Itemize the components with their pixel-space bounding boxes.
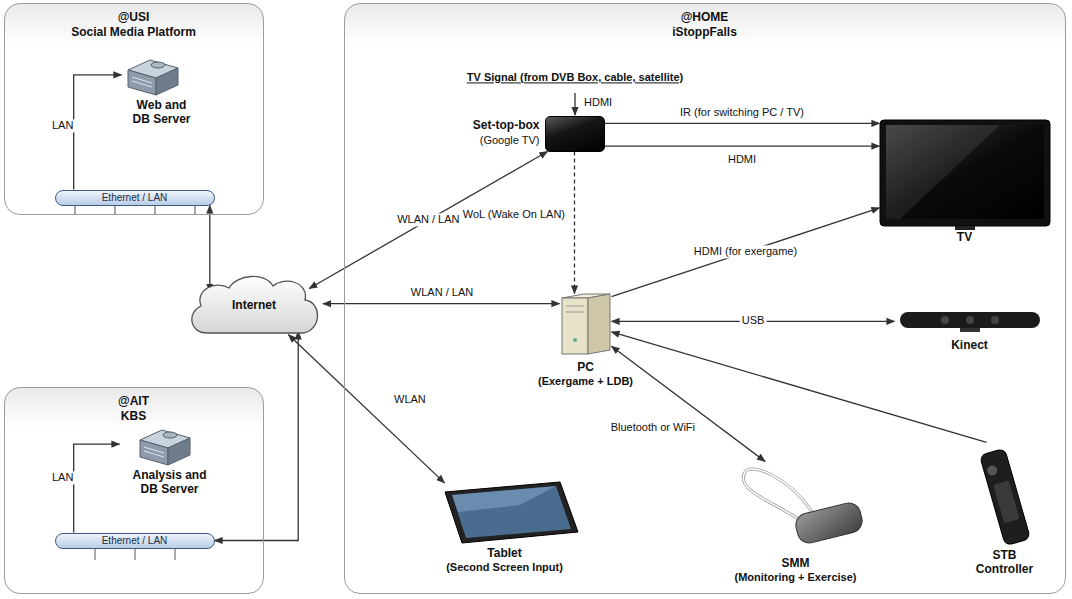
edge-label: USB (740, 315, 767, 328)
edge-label: LAN (50, 119, 75, 132)
edge-label: WoL (Wake On LAN) (461, 208, 567, 221)
node-label: TV (880, 230, 1050, 244)
internet-cloud: Internet (185, 272, 323, 338)
node-label: Web and DB Server (131, 98, 193, 127)
node-label: Ethernet / LAN (56, 534, 214, 548)
kinect-box: Kinect (895, 308, 1045, 356)
node-label: STB Controller (972, 548, 1038, 577)
edge-label: LAN (50, 471, 75, 484)
lan-bus: Ethernet / LAN (55, 533, 215, 549)
pc-box: PC(Exergame + LDB) (560, 294, 612, 356)
node-sublabel: KBS (5, 409, 263, 423)
tv-box: TV (880, 120, 1050, 250)
lan-bus: Ethernet / LAN (55, 190, 215, 206)
region-heading: @HOME (345, 10, 1065, 24)
node-label: SMM (720, 556, 872, 570)
node-label: PC (516, 360, 656, 374)
region-panel: @USISocial Media PlatformWeb and DB Serv… (4, 3, 264, 215)
node-sublabel: (Google TV) (480, 134, 540, 147)
tablet-box: Tablet(Second Screen Input) (430, 478, 580, 586)
edge-label: WLAN (392, 393, 428, 406)
node-label: Internet (185, 298, 323, 312)
node-sublabel: iStoppFalls (345, 25, 1065, 39)
edge-label: WLAN / LAN (395, 213, 461, 226)
node-label: Ethernet / LAN (56, 191, 214, 205)
node-label: Tablet (430, 546, 580, 560)
region-panel: @AITKBS Analysis and DB ServerEthernet / … (4, 387, 264, 594)
signal-label: TV Signal (from DVB Box, cable, satellit… (465, 71, 685, 84)
node-sublabel: Social Media Platform (5, 25, 263, 39)
server-box: Analysis and DB Server (120, 426, 220, 511)
region-heading: @USI (5, 10, 263, 24)
node-sublabel: (Monitoring + Exercise) (720, 571, 872, 584)
region-heading: @AIT (5, 394, 263, 408)
sensor-box: SMM(Monitoring + Exercise) (720, 462, 872, 590)
server-box: Web and DB Server (122, 56, 202, 144)
edge-label: HDMI (for exergame) (692, 246, 799, 259)
set-top-box: Set-top-box(Google TV) (545, 116, 605, 152)
edge-label: WLAN / LAN (409, 286, 475, 299)
connector-arrow (209, 206, 210, 292)
node-label: Analysis and DB Server (128, 468, 212, 497)
edge-label: Bluetooth or WiFi (609, 421, 697, 434)
remote-box: STB Controller (960, 440, 1050, 586)
signal-label: HDMI (582, 96, 614, 109)
edge-label: HDMI (726, 153, 758, 166)
node-sublabel: (Exergame + LDB) (516, 375, 656, 388)
node-label: Set-top-box (473, 118, 540, 132)
edge-label: IR (for switching PC / TV) (678, 106, 806, 119)
node-sublabel: (Second Screen Input) (430, 561, 580, 574)
node-label: Kinect (895, 338, 1045, 352)
